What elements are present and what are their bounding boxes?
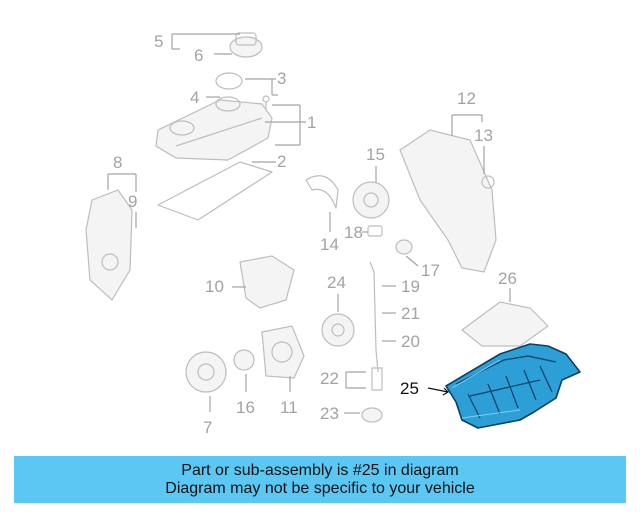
part-dipstick-tube <box>369 261 379 373</box>
callout-17: 17 <box>421 261 440 280</box>
callout-25: 25 <box>400 379 419 398</box>
part-cam-sprocket <box>352 181 390 219</box>
callout-10: 10 <box>205 277 224 296</box>
callout-7: 7 <box>203 418 212 437</box>
callout-26: 26 <box>498 269 517 288</box>
callout-20: 20 <box>401 332 420 351</box>
callout-3: 3 <box>277 69 286 88</box>
part-sensor <box>367 225 383 237</box>
part-oil-pan <box>445 343 581 429</box>
callout-16: 16 <box>236 398 255 417</box>
part-timing-cover-left <box>85 189 133 301</box>
callout-21: 21 <box>401 304 420 323</box>
banner-line-1: Part or sub-assembly is #25 in diagram <box>181 461 459 479</box>
part-oil-baffle <box>461 301 549 347</box>
callout-6: 6 <box>194 46 203 65</box>
callout-12: 12 <box>457 89 476 108</box>
info-banner: Part or sub-assembly is #25 in diagram D… <box>14 456 626 503</box>
callout-1: 1 <box>307 113 316 132</box>
part-oil-pump <box>261 325 305 379</box>
callout-13: 13 <box>474 126 493 145</box>
callout-22: 22 <box>320 369 339 388</box>
part-timing-cover-rear <box>399 129 497 273</box>
callout-19: 19 <box>401 277 420 296</box>
part-valve-cover <box>155 96 273 161</box>
callout-8: 8 <box>113 153 122 172</box>
part-cover-gasket <box>157 161 273 221</box>
callout-24: 24 <box>327 273 346 292</box>
callout-9: 9 <box>128 192 137 211</box>
part-drain-plug <box>361 407 383 423</box>
callout-23: 23 <box>320 404 339 423</box>
part-timing-belt <box>305 175 339 209</box>
callout-4: 4 <box>190 88 199 107</box>
part-drive-gear <box>321 313 355 347</box>
part-crank-sprocket <box>233 349 255 371</box>
part-oil-cap <box>229 32 263 58</box>
part-bracket <box>239 255 295 309</box>
parts-diagram: 5 6 3 4 1 2 8 9 12 13 14 15 <box>85 32 581 437</box>
part-seal-ring <box>215 72 243 90</box>
callout-5: 5 <box>154 32 163 51</box>
callout-18: 18 <box>344 223 363 242</box>
part-pickup <box>371 367 383 391</box>
part-crank-pulley <box>185 351 227 393</box>
callout-2: 2 <box>277 152 286 171</box>
callout-15: 15 <box>366 145 385 164</box>
callout-11: 11 <box>280 398 298 417</box>
part-tensioner <box>395 239 413 255</box>
banner-line-2: Diagram may not be specific to your vehi… <box>165 479 475 497</box>
callout-14: 14 <box>320 235 339 254</box>
